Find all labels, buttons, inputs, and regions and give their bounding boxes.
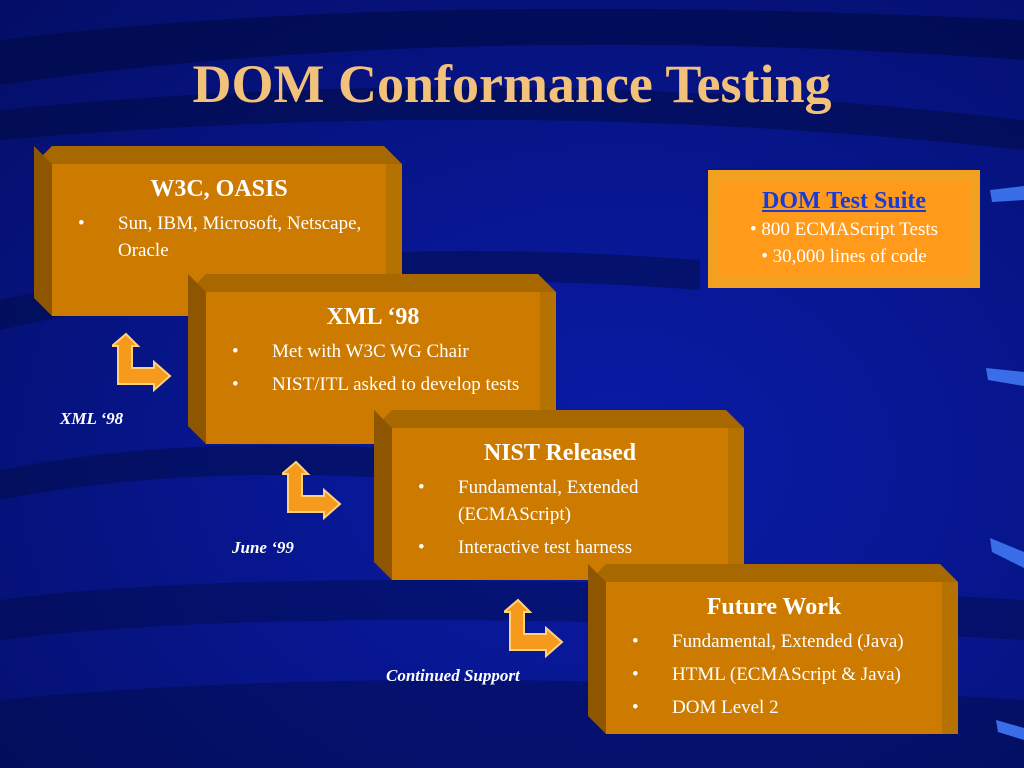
slide-title: DOM Conformance Testing (192, 54, 832, 114)
step-heading: W3C, OASIS (150, 176, 288, 202)
orange-turn-arrow-icon (112, 332, 172, 393)
orange-turn-arrow-icon (282, 460, 342, 521)
step-bullet-list: Fundamental, Extended (Java) HTML (ECMAS… (606, 628, 942, 721)
step-bullet: DOM Level 2 (632, 694, 932, 721)
suite-line: • 30,000 lines of code (761, 246, 927, 267)
step-box-face: Future Work Fundamental, Extended (Java)… (606, 582, 942, 734)
step-bullet-list: Fundamental, Extended (ECMAScript) Inter… (392, 474, 728, 561)
transition-label-continued-support: Continued Support (386, 666, 520, 685)
step-bullet-list: Sun, IBM, Microsoft, Netscape, Oracle (52, 210, 386, 264)
step-bullet: Sun, IBM, Microsoft, Netscape, Oracle (78, 210, 376, 264)
suite-line: • 800 ECMAScript Tests (749, 219, 939, 240)
step-bullet: Fundamental, Extended (ECMAScript) (418, 474, 718, 528)
step-box-face: NIST Released Fundamental, Extended (ECM… (392, 428, 728, 580)
step-bullet: HTML (ECMAScript & Java) (632, 661, 932, 688)
dom-test-suite-link[interactable]: DOM Test Suite (761, 188, 926, 214)
step-heading: Future Work (706, 594, 842, 620)
dom-test-suite-panel: DOM Test Suite • 800 ECMAScript Tests • … (718, 182, 970, 276)
step-bullet: Met with W3C WG Chair (232, 338, 530, 365)
step-bullet: Interactive test harness (418, 534, 718, 561)
orange-turn-arrow-icon (504, 598, 564, 659)
step-box-future-work: Future Work Fundamental, Extended (Java)… (588, 564, 958, 734)
step-heading: NIST Released (483, 440, 637, 466)
transition-label-xml-98: XML ‘98 (60, 409, 124, 428)
step-bullet: NIST/ITL asked to develop tests (232, 371, 530, 398)
step-bullet-list: Met with W3C WG Chair NIST/ITL asked to … (206, 338, 540, 398)
transition-label-june-99: June ‘99 (232, 538, 294, 557)
step-heading: XML ‘98 (326, 304, 420, 330)
step-bullet: Fundamental, Extended (Java) (632, 628, 932, 655)
step-box-nist-released: NIST Released Fundamental, Extended (ECM… (374, 410, 744, 580)
dom-test-suite-box: DOM Test Suite • 800 ECMAScript Tests • … (708, 170, 980, 288)
